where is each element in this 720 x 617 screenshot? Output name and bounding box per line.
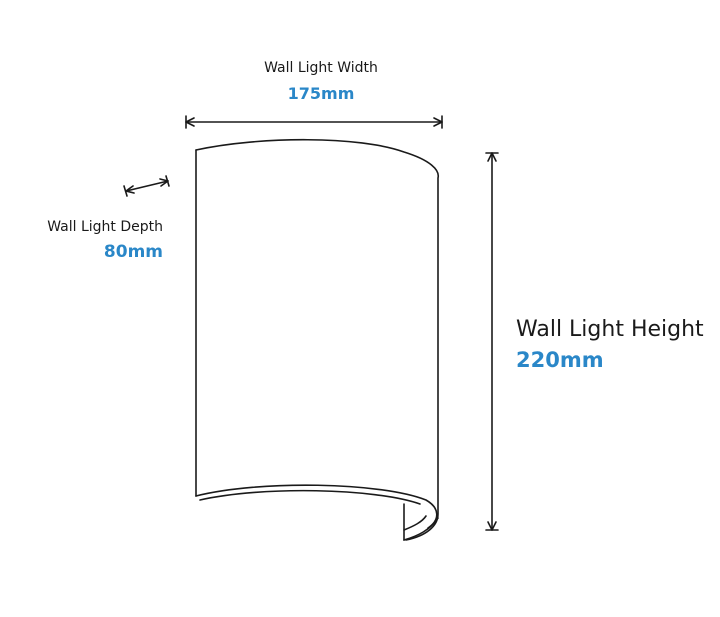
depth-value: 80mm [103,242,163,262]
width-value: 175mm [287,84,355,103]
height-dimension-arrow [485,152,499,531]
height-label: Wall Light Height [516,317,704,342]
height-value: 220mm [516,348,604,372]
width-label: Wall Light Width [264,60,378,76]
width-dimension-arrow [185,115,443,129]
wall-light-shape [195,138,439,541]
depth-dimension-arrow [123,175,170,197]
depth-label: Wall Light Depth [47,219,163,235]
